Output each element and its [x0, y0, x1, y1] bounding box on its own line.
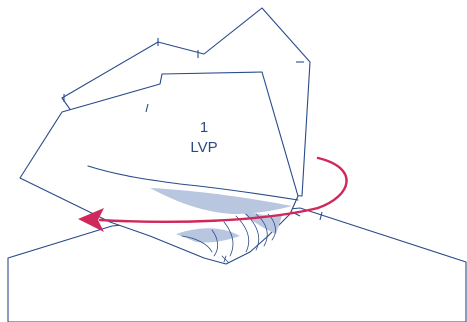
front-panel — [20, 72, 298, 264]
step-number: 1 — [200, 119, 208, 136]
rotation-arrow-back — [318, 158, 347, 208]
step-label: LVP — [190, 139, 217, 156]
